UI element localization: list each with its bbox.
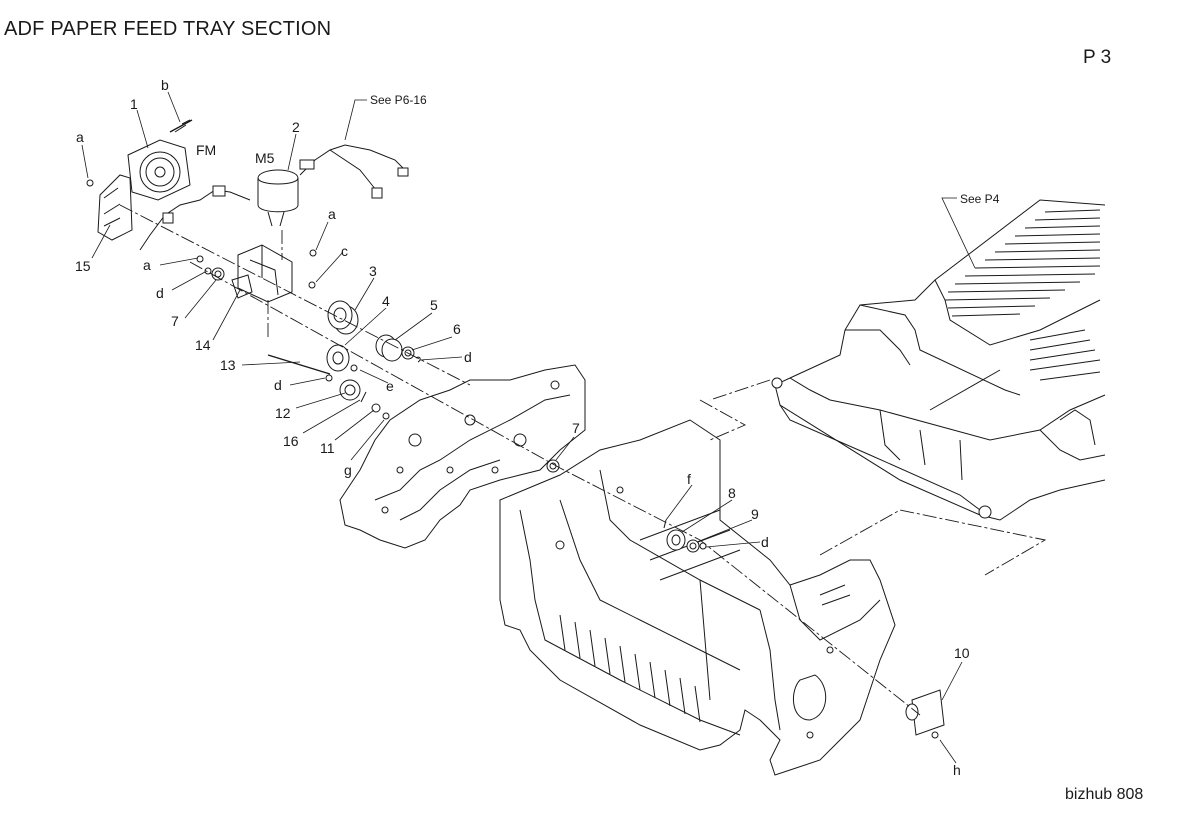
callout-d-2: d <box>464 349 472 365</box>
callout-d-3: d <box>274 377 282 393</box>
callout-c: c <box>341 243 348 259</box>
callout-h: h <box>953 762 961 778</box>
callout-1: 1 <box>130 96 138 112</box>
reference-see-p4: See P4 <box>960 192 1000 206</box>
callout-12: 12 <box>275 405 291 421</box>
bearing-9-drawing <box>686 539 700 553</box>
callout-16: 16 <box>283 433 299 449</box>
callout-3: 3 <box>369 263 377 279</box>
label-fm: FM <box>196 142 216 158</box>
roller-5-drawing <box>375 334 403 362</box>
gear-8-drawing <box>666 529 686 551</box>
paper-feed-tray-drawing <box>771 199 1106 521</box>
page-number: P 3 <box>1083 47 1112 68</box>
gear-7-left-drawing <box>211 267 225 281</box>
main-frame-drawing <box>499 419 896 776</box>
callout-a-3: a <box>143 257 151 273</box>
callout-9: 9 <box>751 506 759 522</box>
callout-d-1: d <box>156 285 164 301</box>
callout-a-1: a <box>76 129 84 145</box>
callout-g: g <box>344 462 352 478</box>
callout-8: 8 <box>728 485 736 501</box>
gear-12-drawing <box>339 379 361 401</box>
callout-10: 10 <box>954 645 970 661</box>
small-parts-drawing <box>204 267 707 550</box>
side-frame-drawing <box>339 364 586 549</box>
callout-11: 11 <box>320 440 335 456</box>
axis-lines <box>119 204 1047 716</box>
callout-e: e <box>386 378 394 394</box>
callout-a-2: a <box>328 206 336 222</box>
gear-3-drawing <box>327 300 359 335</box>
callout-2: 2 <box>292 119 300 135</box>
callout-d-4: d <box>761 534 769 550</box>
callout-15: 15 <box>75 258 91 274</box>
callout-7-right: 7 <box>572 420 580 436</box>
callout-5: 5 <box>430 297 438 313</box>
model-name: bizhub 808 <box>1065 786 1144 803</box>
bracket-10-drawing <box>905 689 945 739</box>
gear-4-drawing <box>326 344 350 372</box>
callout-14: 14 <box>195 337 211 353</box>
fan-fm-drawing <box>86 119 193 241</box>
motor-m5-drawing <box>139 144 409 251</box>
reference-see-p6-16: See P6-16 <box>370 93 427 107</box>
label-m5: M5 <box>255 150 275 166</box>
leader-lines <box>81 91 976 764</box>
callout-f: f <box>687 471 691 487</box>
bracket-14-drawing <box>196 244 317 303</box>
callout-13: 13 <box>220 357 236 373</box>
callout-6: 6 <box>453 321 461 337</box>
callout-4: 4 <box>382 293 390 309</box>
callout-7-left: 7 <box>171 313 179 329</box>
page-title: ADF PAPER FEED TRAY SECTION <box>4 18 332 40</box>
callout-b: b <box>161 77 169 93</box>
shaft-13-drawing <box>267 354 331 375</box>
